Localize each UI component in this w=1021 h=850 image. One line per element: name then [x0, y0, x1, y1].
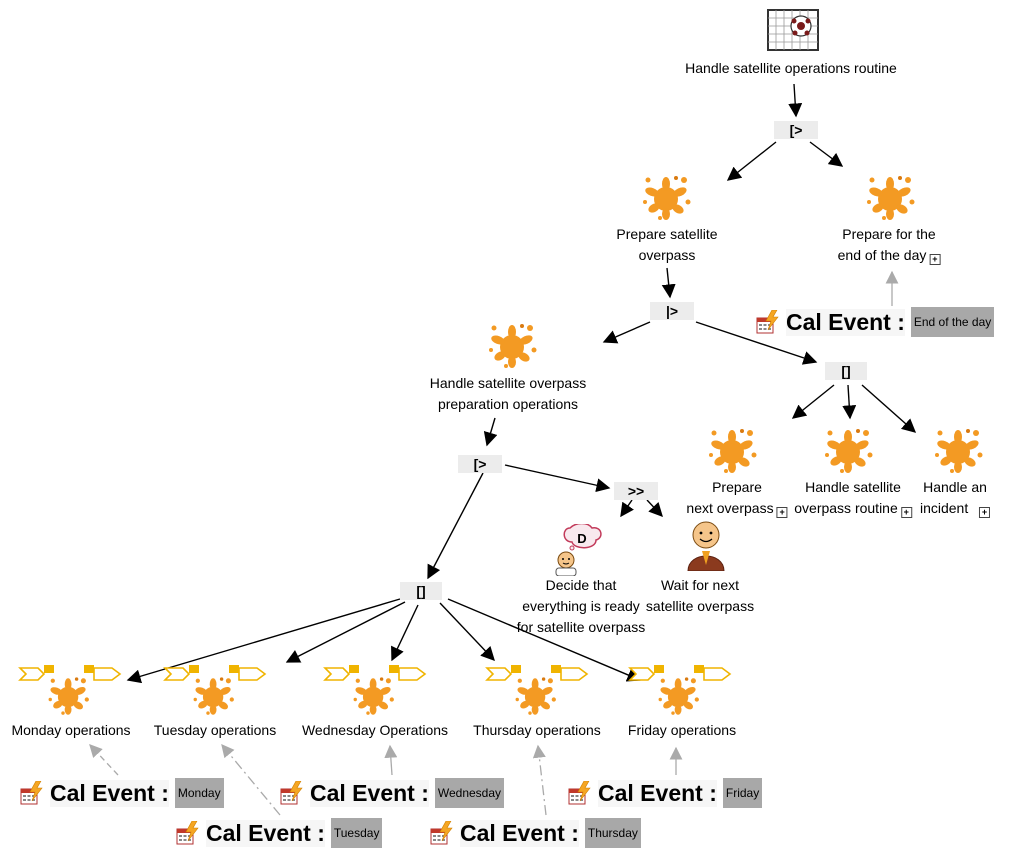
calendar-event-icon: [568, 780, 592, 805]
splat-icon: [640, 172, 692, 227]
edge: [809, 141, 844, 167]
task-friday[interactable]: Friday operations: [627, 722, 737, 738]
edge: [695, 321, 818, 365]
cal-event-wednesday[interactable]: Cal Event : Wednesday: [280, 778, 505, 808]
task-label: Handle satellite operations routine: [685, 60, 897, 76]
calendar-event-icon: [756, 309, 780, 334]
event-link: [532, 744, 547, 816]
user-icon: [684, 517, 728, 576]
task-handle-prep[interactable]: Handle satellite overpass preparation op…: [429, 375, 587, 412]
task-end-of-day[interactable]: Prepare for the end of the day+: [838, 224, 941, 266]
edge: [439, 602, 495, 662]
edge: [602, 321, 651, 344]
edge: [842, 384, 857, 420]
event-link: [89, 744, 119, 776]
plus-icon[interactable]: +: [929, 254, 941, 265]
event-link: [221, 743, 281, 816]
cal-event-monday[interactable]: Cal Event : Monday: [20, 778, 224, 808]
iteration-flags-icon: [485, 665, 589, 715]
edge: [726, 141, 777, 181]
edge: [504, 464, 611, 493]
splat-icon: [486, 320, 538, 375]
task-monday[interactable]: Monday operations: [11, 722, 131, 738]
task-root[interactable]: Handle satellite operations routine: [685, 58, 897, 79]
operator-enabling[interactable]: >>: [614, 482, 658, 500]
task-prepare-next[interactable]: Prepare next overpass+: [686, 477, 788, 519]
edge: [483, 417, 498, 447]
splat-icon: [864, 172, 916, 227]
edge: [427, 472, 484, 580]
operator-choice[interactable]: []: [400, 582, 442, 600]
edge: [391, 604, 419, 662]
task-monday-group: [18, 662, 124, 725]
edge: [791, 384, 835, 419]
edge: [661, 267, 676, 299]
edge: [126, 598, 401, 684]
task-decide[interactable]: Decide that everything is ready for sate…: [516, 577, 646, 635]
operator-deactivation[interactable]: [>: [774, 121, 818, 139]
edge: [447, 598, 642, 682]
cal-event-friday[interactable]: Cal Event : Friday: [568, 778, 763, 808]
task-tuesday[interactable]: Tuesday operations: [153, 722, 277, 738]
task-tuesday-group: [163, 662, 269, 725]
event-link: [384, 744, 398, 776]
cognitive-decision-icon: D: [552, 522, 608, 581]
task-prepare-overpass[interactable]: Prepare satellite overpass: [616, 226, 718, 263]
operator-choice[interactable]: []: [825, 362, 867, 380]
splat-icon: [706, 425, 758, 480]
edge: [646, 499, 663, 518]
operator-deactivation[interactable]: [>: [458, 455, 502, 473]
edge: [861, 384, 917, 433]
cal-event-tuesday[interactable]: Cal Event : Tuesday: [176, 818, 383, 848]
edge: [788, 83, 803, 118]
task-wednesday-group: [323, 662, 429, 725]
plus-icon[interactable]: +: [979, 507, 991, 518]
splat-icon: [822, 425, 874, 480]
edge: [285, 601, 406, 663]
calendar-event-icon: [176, 820, 200, 845]
calendar-event-icon: [280, 780, 304, 805]
splat-icon: [932, 425, 984, 480]
iteration-flags-icon: [163, 665, 267, 715]
task-incident[interactable]: Handle an incident +: [920, 477, 991, 519]
iteration-flags-icon: [323, 665, 427, 715]
edge: [620, 499, 634, 518]
cal-event-thursday[interactable]: Cal Event : Thursday: [430, 818, 641, 848]
decision-letter: D: [577, 531, 586, 546]
plus-icon[interactable]: +: [900, 507, 912, 518]
task-thursday[interactable]: Thursday operations: [473, 722, 601, 738]
goal-icon: [766, 8, 822, 57]
calendar-event-icon: [20, 780, 44, 805]
iteration-flags-icon: [628, 665, 732, 715]
calendar-event-icon: [430, 820, 454, 845]
task-overpass-routine[interactable]: Handle satellite overpass routine+: [794, 477, 912, 519]
operator-suspend-resume[interactable]: |>: [650, 302, 694, 320]
task-friday-group: [628, 662, 734, 725]
plus-icon[interactable]: +: [776, 507, 788, 518]
iteration-flags-icon: [18, 665, 122, 715]
task-thursday-group: [485, 662, 591, 725]
task-wait[interactable]: Wait for next satellite overpass: [645, 577, 755, 614]
task-wednesday[interactable]: Wednesday Operations: [301, 722, 449, 738]
cal-event-end-of-day[interactable]: Cal Event : End of the day: [756, 307, 995, 337]
